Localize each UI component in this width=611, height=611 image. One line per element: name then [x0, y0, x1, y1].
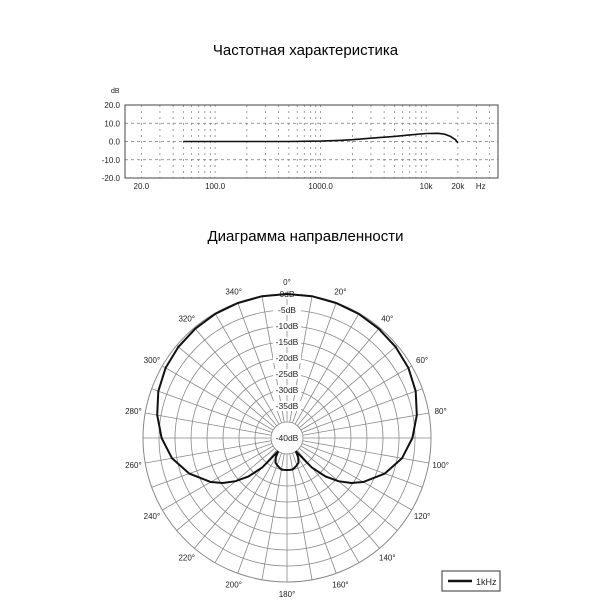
angle-label: 20°: [334, 287, 346, 296]
db-ring-label: -20dB: [276, 353, 299, 363]
angle-spoke: [145, 440, 272, 464]
db-label-bg: [273, 321, 301, 331]
db-label-bg: [273, 369, 301, 379]
angle-spoke: [294, 451, 360, 563]
x-axis-label: Hz: [476, 182, 486, 191]
angle-label: 60°: [416, 356, 428, 365]
angle-spoke: [214, 313, 280, 425]
angle-label: 340°: [225, 287, 242, 296]
plot-frame: [124, 104, 499, 179]
db-ring-label: -30dB: [276, 385, 299, 395]
angle-spoke: [302, 412, 429, 436]
x-tick-label: 20.0: [134, 182, 150, 191]
angle-label: 240°: [144, 512, 161, 521]
angle-spoke: [301, 388, 423, 433]
y-tick-label: 20.0: [104, 101, 120, 110]
angle-spoke: [298, 447, 398, 531]
angle-spoke: [162, 365, 274, 431]
db-ring-label: -10dB: [276, 321, 299, 331]
x-tick-label: 100.0: [205, 182, 226, 191]
angle-spoke: [194, 327, 278, 427]
db-label-bg: [273, 385, 301, 395]
angle-label: 160°: [332, 581, 349, 590]
angle-spoke: [294, 313, 360, 425]
db-label-bg: [273, 305, 301, 315]
angle-label: 200°: [225, 581, 242, 590]
x-tick-label: 1000.0: [308, 182, 333, 191]
db-label-bg: [273, 337, 301, 347]
y-tick-label: -10.0: [102, 156, 121, 165]
y-tick-label: 0.0: [109, 138, 121, 147]
x-tick-label: 10k: [420, 182, 434, 191]
angle-spoke: [302, 440, 429, 464]
angle-spoke: [298, 345, 398, 429]
y-tick-label: 10.0: [104, 119, 120, 128]
frequency-chart-title: Частотная характеристика: [212, 42, 399, 59]
polar-chart-title: Диаграмма направленности: [207, 228, 404, 245]
angle-label: 180°: [279, 590, 296, 599]
angle-label: 140°: [379, 554, 396, 563]
angle-label: 100°: [432, 461, 449, 470]
db-ring-label: -5dB: [278, 305, 296, 315]
angle-spoke: [292, 452, 337, 574]
db-ring-label: -15dB: [276, 337, 299, 347]
frequency-response-chart: 20.0 10.0 0.0 -10.0 -20.0 20.0 100.0 1000.0 10k 2…: [102, 88, 499, 191]
angle-label: 300°: [144, 356, 161, 365]
angle-spoke: [300, 365, 412, 431]
db-ring-label: -40dB: [276, 433, 299, 443]
x-tick-label: 20k: [451, 182, 465, 191]
y-tick-label: -20.0: [102, 174, 121, 183]
angle-spoke: [301, 443, 423, 488]
angle-spoke: [176, 345, 276, 429]
response-curve: [183, 132, 459, 144]
angle-label: 280°: [125, 407, 142, 416]
angle-spoke: [176, 447, 276, 531]
angle-label: 320°: [178, 314, 195, 323]
db-ring-label: -25dB: [276, 369, 299, 379]
angle-label: 120°: [414, 512, 431, 521]
angle-label: 40°: [381, 314, 393, 323]
angle-spoke: [296, 327, 380, 427]
polar-curve-1khz: [156, 293, 418, 485]
angle-label: 80°: [435, 407, 447, 416]
legend-label: 1kHz: [476, 577, 497, 587]
angle-spoke: [214, 451, 280, 563]
polar-pattern-chart: 0dB-5dB-10dB-15dB-20dB-25dB-30dB-35dB-40…: [125, 278, 449, 599]
y-axis-label: dB: [111, 88, 120, 95]
angle-label: 260°: [125, 461, 142, 470]
db-label-bg: [273, 401, 301, 411]
db-ring-label: -35dB: [276, 401, 299, 411]
legend: 1kHz: [441, 570, 501, 592]
angle-label: 0°: [283, 278, 291, 287]
angle-spoke: [237, 452, 282, 574]
angle-spoke: [151, 443, 273, 488]
angle-spoke: [151, 388, 273, 433]
angle-spoke: [162, 445, 274, 511]
angle-spoke: [145, 412, 272, 436]
angle-spoke: [261, 453, 285, 580]
db-label-bg: [273, 353, 301, 363]
angle-spoke: [300, 445, 412, 511]
angle-spoke: [289, 453, 313, 580]
angle-label: 220°: [178, 554, 195, 563]
